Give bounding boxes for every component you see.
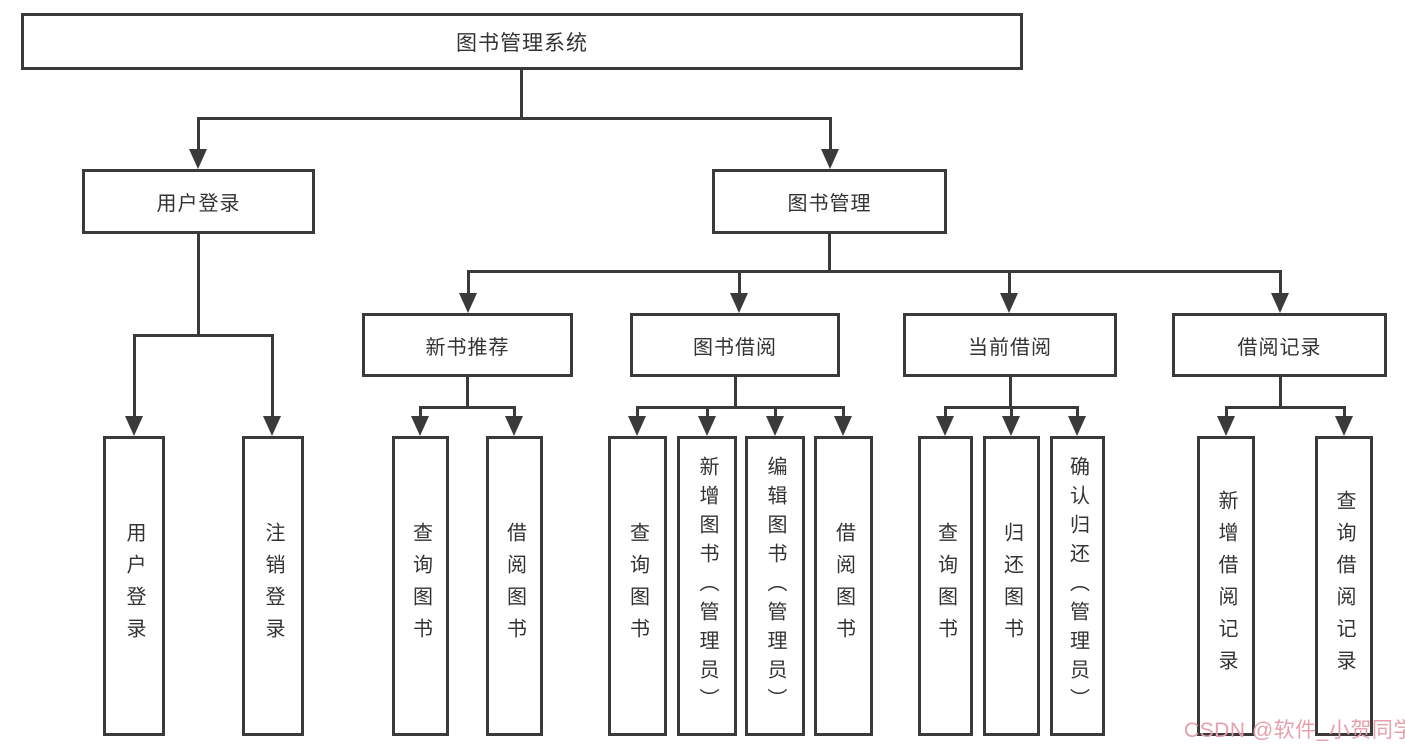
arrowhead	[1002, 416, 1020, 436]
connector-line	[419, 406, 516, 409]
node-label: 用户登录	[123, 522, 145, 650]
node-label: 新书推荐	[425, 336, 510, 359]
node-label: 借阅记录	[1237, 336, 1322, 359]
node-label: 图书借阅	[693, 336, 777, 359]
node-label: 归还图书	[1000, 522, 1023, 650]
node-label: 新增借阅记录	[1215, 490, 1237, 682]
connector-line	[774, 406, 777, 418]
node-label: 查询图书	[409, 522, 432, 650]
connector-line	[271, 334, 274, 418]
connector-line	[842, 406, 845, 418]
connector-line	[467, 270, 1282, 273]
connector-line	[738, 270, 741, 295]
node-label: 借阅图书	[503, 522, 526, 650]
connector-line	[133, 334, 136, 418]
connector-line	[1009, 377, 1012, 407]
node-label: 图书管理系统	[456, 31, 588, 55]
arrowhead	[459, 293, 477, 313]
node-leaf-add-borrow-record: 新增借阅记录	[1197, 436, 1255, 736]
connector-line	[197, 117, 200, 151]
node-label: 当前借阅	[968, 336, 1052, 359]
arrowhead	[698, 416, 716, 436]
arrowhead	[263, 416, 281, 436]
node-new-book-recommendation: 新书推荐	[362, 313, 573, 377]
node-label: 查询借阅记录	[1333, 490, 1355, 682]
node-leaf-borrow-books-2: 借阅图书	[814, 436, 873, 736]
node-leaf-edit-book-admin: 编辑图书（管理员）	[745, 436, 805, 736]
connector-line	[828, 234, 831, 271]
connector-line	[706, 406, 709, 418]
connector-line	[734, 377, 737, 407]
node-label: 查询图书	[934, 522, 957, 650]
node-label: 新增图书（管理员）	[696, 455, 718, 717]
connector-line	[1076, 406, 1079, 418]
node-book-borrowing: 图书借阅	[630, 313, 840, 377]
node-leaf-borrow-books-1: 借阅图书	[486, 436, 543, 736]
connector-line	[636, 406, 845, 409]
node-borrowing-records: 借阅记录	[1172, 313, 1387, 377]
node-label: 注销登录	[262, 522, 284, 650]
arrowhead	[1217, 416, 1235, 436]
node-label: 编辑图书（管理员）	[764, 455, 786, 717]
connector-line	[1010, 406, 1013, 418]
node-leaf-add-book-admin: 新增图书（管理员）	[677, 436, 737, 736]
node-label: 用户登录	[156, 193, 241, 215]
node-label: 借阅图书	[832, 522, 855, 650]
arrowhead	[411, 416, 429, 436]
connector-line	[520, 70, 523, 118]
connector-line	[419, 406, 422, 418]
arrowhead	[125, 416, 143, 436]
connector-line	[944, 406, 947, 418]
connector-line	[1279, 270, 1282, 295]
arrowhead	[1271, 293, 1289, 313]
node-library-management-system: 图书管理系统	[21, 13, 1023, 70]
arrowhead	[834, 416, 852, 436]
arrowhead	[730, 293, 748, 313]
node-current-borrowing: 当前借阅	[903, 313, 1117, 377]
node-label: 确认归还（管理员）	[1066, 455, 1089, 717]
node-user-login: 用户登录	[82, 169, 315, 234]
node-leaf-confirm-return-admin: 确认归还（管理员）	[1050, 436, 1105, 736]
connector-line	[1343, 406, 1346, 418]
arrowhead	[628, 416, 646, 436]
connector-line	[197, 234, 200, 335]
arrowhead	[1000, 293, 1018, 313]
node-leaf-user-login: 用户登录	[103, 436, 165, 736]
node-leaf-query-books-3: 查询图书	[918, 436, 973, 736]
connector-line	[1225, 406, 1228, 418]
arrowhead	[189, 149, 207, 169]
connector-line	[636, 406, 639, 418]
arrowhead	[505, 416, 523, 436]
connector-line	[133, 334, 274, 337]
node-leaf-query-books-2: 查询图书	[608, 436, 667, 736]
csdn-watermark: CSDN @软件_小贺同学	[1184, 719, 1405, 742]
node-leaf-query-books-1: 查询图书	[392, 436, 449, 736]
node-leaf-query-borrow-record: 查询借阅记录	[1315, 436, 1373, 736]
connector-line	[513, 406, 516, 418]
arrowhead	[1068, 416, 1086, 436]
node-leaf-logout: 注销登录	[242, 436, 304, 736]
connector-line	[1225, 406, 1346, 409]
connector-line	[1279, 377, 1282, 407]
arrowhead	[821, 149, 839, 169]
connector-line	[1008, 270, 1011, 295]
connector-line	[829, 117, 832, 151]
node-label: 查询图书	[626, 522, 649, 650]
arrowhead	[766, 416, 784, 436]
connector-line	[466, 377, 469, 407]
node-leaf-return-books: 归还图书	[983, 436, 1040, 736]
node-label: 图书管理	[787, 193, 872, 215]
arrowhead	[1335, 416, 1353, 436]
connector-line	[467, 270, 470, 295]
node-book-management: 图书管理	[712, 169, 947, 234]
arrowhead	[936, 416, 954, 436]
connector-line	[197, 117, 832, 120]
